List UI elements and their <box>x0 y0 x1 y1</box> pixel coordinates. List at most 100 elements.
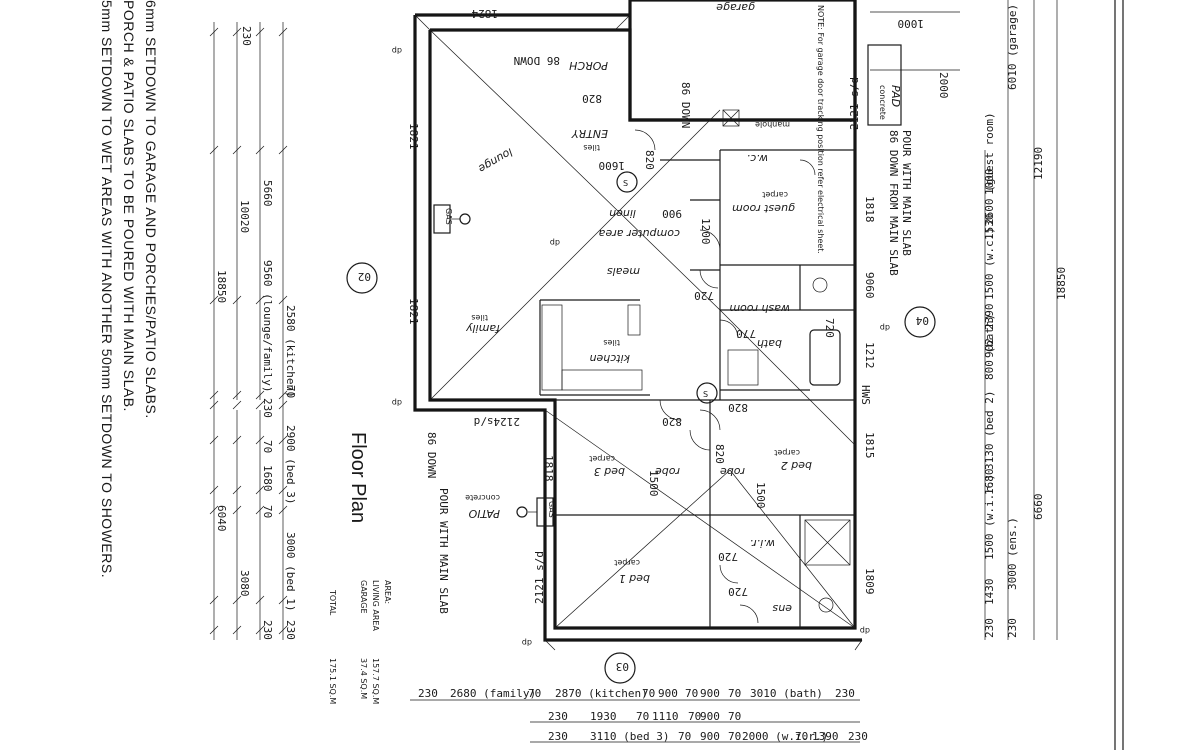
dimension-tick <box>278 505 288 515</box>
dim-bottom3-900: 900 <box>700 730 720 743</box>
dim-bottom-70b: 70 <box>642 687 655 700</box>
dimension-tick <box>255 27 265 37</box>
garage-door-note: NOTE: For garage door tracking position … <box>816 5 825 254</box>
dimension-tick <box>232 595 242 605</box>
dim-bottom3-70b: 70 <box>728 730 741 743</box>
dim-bottom2-1930: 1930 <box>590 710 617 723</box>
downpipe-labels: dp dp dp dp dp dp <box>392 46 890 647</box>
dimension-tick <box>255 595 265 605</box>
svg-text:1818: 1818 <box>542 455 555 482</box>
dimension-tick <box>255 505 265 515</box>
dimension-tick <box>278 595 288 605</box>
door-swings <box>634 129 816 624</box>
gas-point-top: GAS <box>433 204 471 234</box>
dimension-tick <box>278 27 288 37</box>
dim-right-1680: 1680 <box>983 469 996 496</box>
dim-bottom-230b: 230 <box>835 687 855 700</box>
down-86-porch: 86 DOWN <box>514 54 560 67</box>
dim-right-6010: 6010 (garage) <box>1006 4 1019 90</box>
area-living-label: LIVING AREA <box>371 580 380 631</box>
dim-bottom2-230: 230 <box>548 710 568 723</box>
dim-left-10020: 10020 <box>238 200 251 233</box>
dimension-tick <box>209 27 219 37</box>
svg-text:tiles: tiles <box>583 143 600 152</box>
dim-right-230a: 230 <box>983 618 996 638</box>
svg-text:1500: 1500 <box>647 470 660 497</box>
svg-text:1824: 1824 <box>471 7 498 20</box>
setdown-notes: 6mm SETDOWN TO GARAGE AND PORCHES/PATIO … <box>99 0 159 578</box>
dim-right-1530: 1530 <box>983 214 996 241</box>
dim-bottom3-230a: 230 <box>548 730 568 743</box>
hws-label: HWS <box>859 385 872 405</box>
dimension-tick <box>209 435 219 445</box>
area-living-value: 157.7 SQ.M <box>371 658 380 704</box>
inner-dimensions: 1821 1821 1818 1818 1815 1809 1212 9060 … <box>407 7 876 598</box>
note-line-1: 6mm SETDOWN TO GARAGE AND PORCHES/PATIO … <box>143 0 159 419</box>
dimension-tick <box>232 435 242 445</box>
down-86-entry: 86 DOWN <box>679 82 692 128</box>
dimension-tick <box>278 145 288 155</box>
dimension-tick <box>232 27 242 37</box>
room-garage: garage <box>716 1 755 14</box>
dim-right-2600: 2600 (guest room) <box>983 112 996 225</box>
svg-text:02: 02 <box>358 270 371 283</box>
room-wc: w.c. <box>747 152 768 165</box>
room-computer-area: computer area <box>598 227 680 240</box>
room-ens: ens <box>772 602 792 615</box>
dim-bottom2-1110: 1110 <box>652 710 679 723</box>
dim-bottom-bath: 3010 (bath) <box>750 687 823 700</box>
svg-text:GAS: GAS <box>547 501 556 518</box>
svg-text:820: 820 <box>728 401 748 414</box>
room-porch: PORCH <box>569 59 608 72</box>
room-family: family <box>466 322 500 335</box>
dim-bottom3-1390: 1390 <box>812 730 839 743</box>
svg-text:dp: dp <box>860 626 870 635</box>
dim-left-70a: 70 <box>284 385 297 398</box>
dimension-tick <box>209 145 219 155</box>
dim-bottom-70c: 70 <box>685 687 698 700</box>
dimension-tick <box>255 435 265 445</box>
svg-text:1818: 1818 <box>863 196 876 223</box>
dim-right-3130: 3130 (bed 2) <box>983 391 996 470</box>
svg-text:S: S <box>703 390 708 399</box>
gas-point-bottom: GAS <box>516 497 556 527</box>
right-dimension-lines: 1000 2000 6010 (garage) 12190 2600 (gues… <box>870 0 1068 640</box>
dim-right-2000: 2000 <box>937 72 950 99</box>
room-kitchen: kitchen <box>589 352 630 365</box>
svg-text:S: S <box>623 179 628 188</box>
dim-left-1680: 1680 <box>261 465 274 492</box>
svg-text:720: 720 <box>694 289 714 302</box>
dim-left-2900: 2900 (bed 3) <box>284 425 297 504</box>
svg-text:820: 820 <box>713 444 726 464</box>
svg-text:9060: 9060 <box>863 272 876 299</box>
svg-text:1821: 1821 <box>407 298 420 325</box>
svg-text:dp: dp <box>550 238 560 247</box>
svg-text:720: 720 <box>718 550 738 563</box>
dimension-tick <box>232 145 242 155</box>
pour-86-down: 86 DOWN FROM MAIN SLAB <box>887 130 900 276</box>
svg-text:carpet: carpet <box>762 190 788 199</box>
slab-notes: 86 DOWN 86 DOWN 86 DOWN POUR WITH MAIN S… <box>425 5 913 614</box>
dim-right-902: 902 <box>983 338 996 358</box>
dimension-tick <box>255 625 265 635</box>
pour-main-patio: POUR WITH MAIN SLAB <box>437 488 450 614</box>
room-bed2: bed 2 <box>781 459 812 472</box>
dim-bottom-900a: 900 <box>658 687 678 700</box>
dimension-tick <box>209 505 219 515</box>
svg-text:dp: dp <box>392 398 402 407</box>
floor-plan-title: Floor Plan <box>347 432 369 523</box>
dimension-tick <box>278 400 288 410</box>
slab-2121: 2121 s/d <box>848 77 861 130</box>
down-86-patio: 86 DOWN <box>425 432 438 478</box>
dimension-tick <box>278 390 288 400</box>
dim-right-1000b: 1000 <box>983 169 996 196</box>
dimension-tick <box>255 485 265 495</box>
note-line-2: PORCH & PATIO SLABS TO BE POURED WITH MA… <box>121 0 137 412</box>
section-marker-02: 02 <box>346 262 378 294</box>
svg-text:03: 03 <box>616 660 629 673</box>
dim-left-70c: 70 <box>261 505 274 518</box>
room-entry: ENTRY <box>570 127 608 140</box>
dim-right-3000ens: 3000 (ens.) <box>1006 517 1019 590</box>
dimension-tick <box>278 625 288 635</box>
